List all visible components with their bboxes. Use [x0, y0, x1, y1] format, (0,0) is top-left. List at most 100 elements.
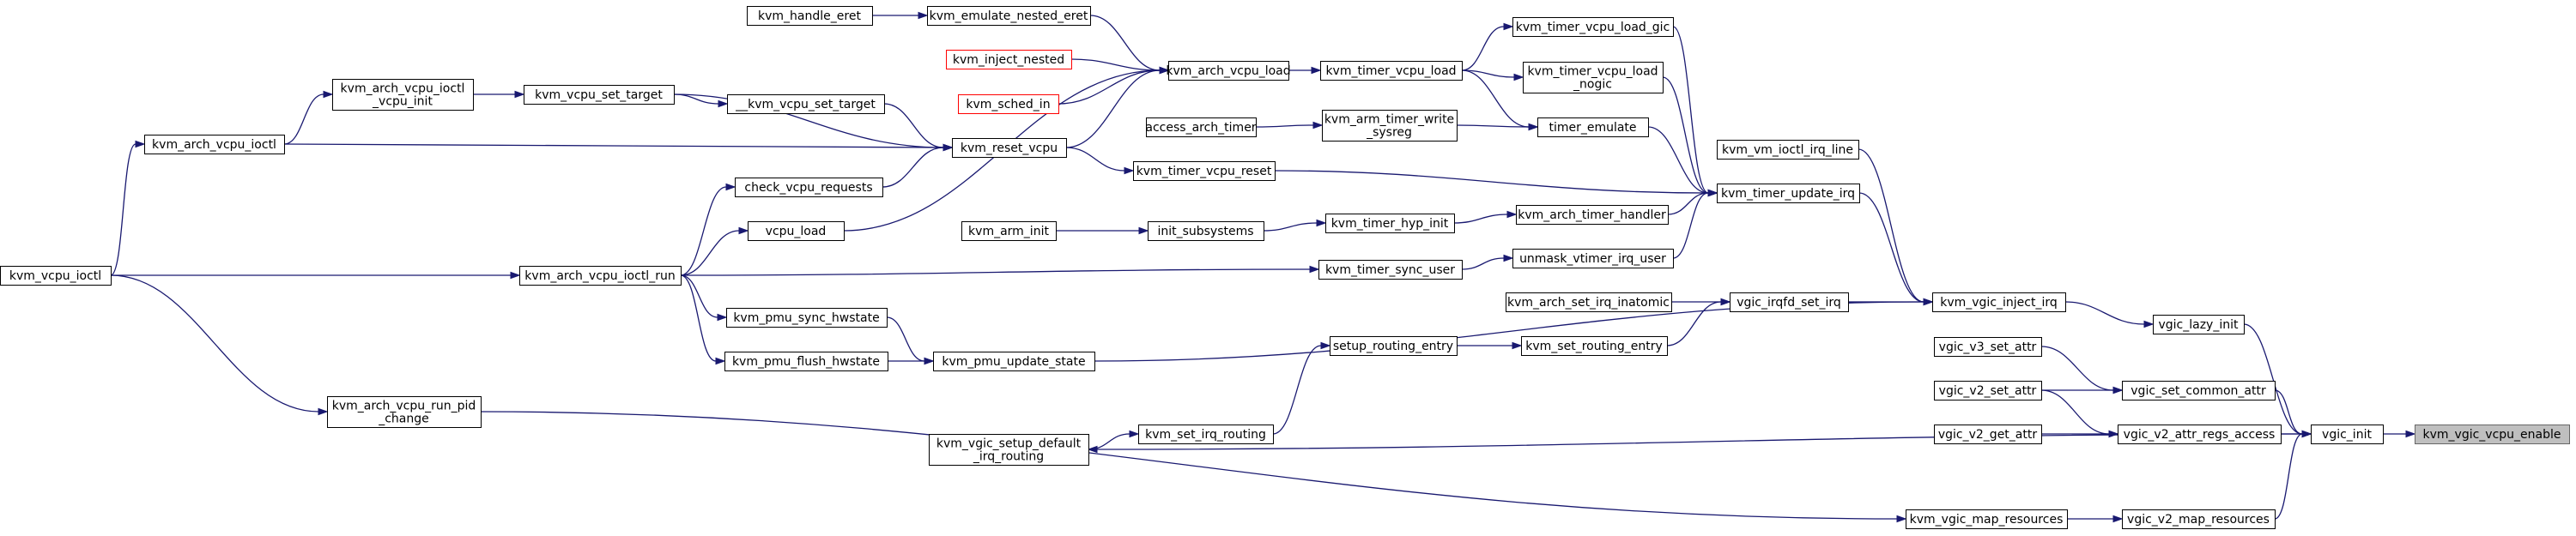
edge-line [1666, 301, 1722, 346]
node-box [1932, 292, 2066, 312]
node-kvm-vm-ioctl-irq-line[interactable]: kvm_vm_ioctl_irq_line [1717, 140, 1859, 160]
edge-kvm-pmu-flush-hwstate-to-kvm-pmu-update-state [887, 357, 935, 365]
node-setup-routing-entry[interactable]: setup_routing_entry [1330, 336, 1458, 356]
node-kvm-sched-in[interactable]: kvm_sched_in [958, 94, 1059, 114]
node-box [332, 79, 474, 111]
node-kvm-handle-eret[interactable]: kvm_handle_eret [747, 6, 873, 26]
node-box [1325, 214, 1455, 233]
edge-line [110, 274, 319, 413]
node-label: kvm_timer_update_irq [1721, 187, 1855, 201]
edge-kvm-set-routing-entry-to-vgic-irqfd-set-irq [1666, 298, 1731, 346]
node-kvm-pmu-sync-hwstate[interactable]: kvm_pmu_sync_hwstate [726, 308, 888, 328]
node-label: kvm_arch_set_irq_inatomic [1507, 296, 1670, 310]
node-kvm-arch-timer-handler[interactable]: kvm_arch_timer_handler [1516, 205, 1669, 225]
edge-init-subsystems-to-kvm-timer-hyp-init [1263, 219, 1327, 232]
node-box [748, 221, 845, 241]
node-timer-emulate[interactable]: timer_emulate [1537, 117, 1649, 137]
edge-line [480, 411, 1898, 520]
edge-arrowhead [918, 11, 929, 20]
node-kvm-timer-hyp-init[interactable]: kvm_timer_hyp_init [1325, 214, 1455, 233]
node-vgic-v2-map-resources[interactable]: vgic_v2_map_resources [2122, 509, 2276, 529]
edge-kvm-arch-vcpu-ioctl-to-kvm-reset-vcpu [283, 143, 954, 152]
edge-line [1667, 192, 1709, 215]
node-vgic-irqfd-set-irq[interactable]: vgic_irqfd_set_irq [1730, 292, 1849, 312]
node-kvm-timer-update-irq[interactable]: kvm_timer_update_irq [1717, 184, 1860, 203]
node-box [1934, 425, 2042, 444]
node-kvm-inject-nested[interactable]: kvm_inject_nested [946, 50, 1072, 69]
node-kvm-arch-vcpu-ioctl[interactable]: kvm_arch_vcpu_ioctl [144, 135, 285, 154]
edge-arrowhead [1923, 298, 1934, 306]
node-init-subsystems[interactable]: init_subsystems [1148, 221, 1264, 241]
edge-arrowhead [1513, 73, 1524, 81]
node-kvm-emulate-nested-eret[interactable]: kvm_emulate_nested_eret [927, 6, 1091, 26]
node-kvm-arm-timer-write-sysreg[interactable]: kvm_arm_timer_write_sysreg [1322, 110, 1458, 142]
node-kvm-timer-vcpu-load[interactable]: kvm_timer_vcpu_load [1320, 61, 1463, 81]
node-label: kvm_arch_vcpu_ioctl [152, 138, 276, 152]
node-label: kvm_pmu_sync_hwstate [733, 311, 879, 325]
node-box [1512, 17, 1674, 37]
node-kvm-arch-set-irq-inatomic[interactable]: kvm_arch_set_irq_inatomic [1506, 292, 1672, 312]
edge-line [110, 143, 136, 276]
node-vgic-set-common-attr[interactable]: vgic_set_common_attr [2122, 381, 2276, 400]
edge-arrowhead [1896, 515, 1907, 523]
node-kvm-reset-vcpu[interactable]: kvm_reset_vcpu [952, 138, 1067, 158]
node-vgic-v2-attr-regs-access[interactable]: vgic_v2_attr_regs_access [2118, 425, 2282, 444]
edge-line [1089, 15, 1161, 71]
node-kvm-arch-vcpu-ioctl-vcpu-init[interactable]: kvm_arch_vcpu_ioctl_vcpu_init [332, 79, 474, 111]
node-kvm-timer-sync-user[interactable]: kvm_timer_sync_user [1318, 260, 1463, 280]
node-kvm-timer-vcpu-reset[interactable]: kvm_timer_vcpu_reset [1133, 161, 1276, 181]
node-vgic-v2-set-attr[interactable]: vgic_v2_set_attr [1934, 381, 2042, 400]
node-box [933, 352, 1095, 371]
node-label: vgic_v2_map_resources [2127, 513, 2270, 527]
edge-access-arch-timer-to-kvm-arm-timer-write-sysreg [1255, 121, 1324, 129]
node-box [1730, 292, 1849, 312]
edge-line [883, 103, 944, 148]
node-box [1138, 425, 1274, 444]
node-label: vgic_v2_get_attr [1938, 428, 2037, 442]
node-label: kvm_timer_hyp_init [1331, 217, 1449, 231]
edge-line [1096, 433, 2312, 450]
node-kvm-timer-vcpu-load-nogic[interactable]: kvm_timer_vcpu_load_nogic [1523, 62, 1664, 93]
node-kvm-arch-vcpu-run-pid-change[interactable]: kvm_arch_vcpu_run_pid_change [327, 396, 482, 428]
edge-arrowhead [1124, 166, 1135, 175]
node-kvm-arch-vcpu-ioctl-run[interactable]: kvm_arch_vcpu_ioctl_run [519, 266, 682, 286]
node-vgic-init[interactable]: vgic_init [2311, 425, 2384, 444]
node-kvm-vgic-inject-irq[interactable]: kvm_vgic_inject_irq [1932, 292, 2066, 312]
node-label: _nogic [1573, 78, 1612, 92]
edge-line [1858, 148, 1924, 303]
node-box [1133, 161, 1276, 181]
node-kvm-set-irq-routing[interactable]: kvm_set_irq_routing [1138, 425, 1274, 444]
node-box [952, 138, 1067, 158]
node-vcpu-load[interactable]: vcpu_load [748, 221, 845, 241]
edge-kvm-vcpu-ioctl-to-kvm-arch-vcpu-run-pid-change [110, 274, 329, 416]
node-kvm-arch-vcpu-load[interactable]: kvm_arch_vcpu_load [1166, 61, 1291, 81]
node-vgic-v3-set-attr[interactable]: vgic_v3_set_attr [1934, 337, 2042, 357]
edge-kvm-arch-vcpu-ioctl-vcpu-init-to-kvm-vcpu-set-target [473, 90, 525, 99]
node-box [1322, 110, 1458, 142]
node-kvm-vgic-vcpu-enable[interactable]: kvm_vgic_vcpu_enable [2415, 425, 2570, 444]
node-kvm-arm-init[interactable]: kvm_arm_init [961, 221, 1057, 241]
node-access-arch-timer[interactable]: access_arch_timer [1145, 117, 1257, 137]
node-unmask-vtimer-irq-user[interactable]: unmask_vtimer_irq_user [1512, 249, 1674, 268]
node-kvm-pmu-update-state[interactable]: kvm_pmu_update_state [933, 352, 1095, 371]
node-check-vcpu-requests[interactable]: check_vcpu_requests [735, 178, 883, 197]
edge-line [680, 230, 740, 276]
node-box [1512, 249, 1674, 268]
edge-arrowhead [2405, 430, 2416, 438]
node-kvm-vcpu-ioctl[interactable]: kvm_vcpu_ioctl [0, 266, 112, 286]
edge-line [283, 143, 944, 148]
node-kvm-vgic-map-resources[interactable]: kvm_vgic_map_resources [1906, 509, 2068, 529]
node-vgic-v2-get-attr[interactable]: vgic_v2_get_attr [1934, 425, 2042, 444]
node-kvm-timer-vcpu-load-gic[interactable]: kvm_timer_vcpu_load_gic [1512, 17, 1674, 37]
node-box [2415, 425, 2570, 444]
node-kvm-vgic-setup-default-irq-routing[interactable]: kvm_vgic_setup_default_irq_routing [929, 434, 1089, 466]
node-kvm-vcpu-set-target[interactable]: kvm_vcpu_set_target [524, 85, 675, 105]
node-kvm-set-routing-entry[interactable]: kvm_set_routing_entry [1521, 336, 1668, 356]
node-label: kvm_inject_nested [953, 53, 1064, 67]
node-kvm-pmu-flush-hwstate[interactable]: kvm_pmu_flush_hwstate [724, 352, 888, 371]
edge-arrowhead [135, 140, 146, 148]
node-vgic-lazy-init[interactable]: vgic_lazy_init [2153, 315, 2245, 334]
node---kvm-vcpu-set-target[interactable]: __kvm_vcpu_set_target [727, 94, 885, 114]
edge-arrowhead [715, 357, 726, 365]
node-label: vgic_init [2322, 428, 2372, 442]
